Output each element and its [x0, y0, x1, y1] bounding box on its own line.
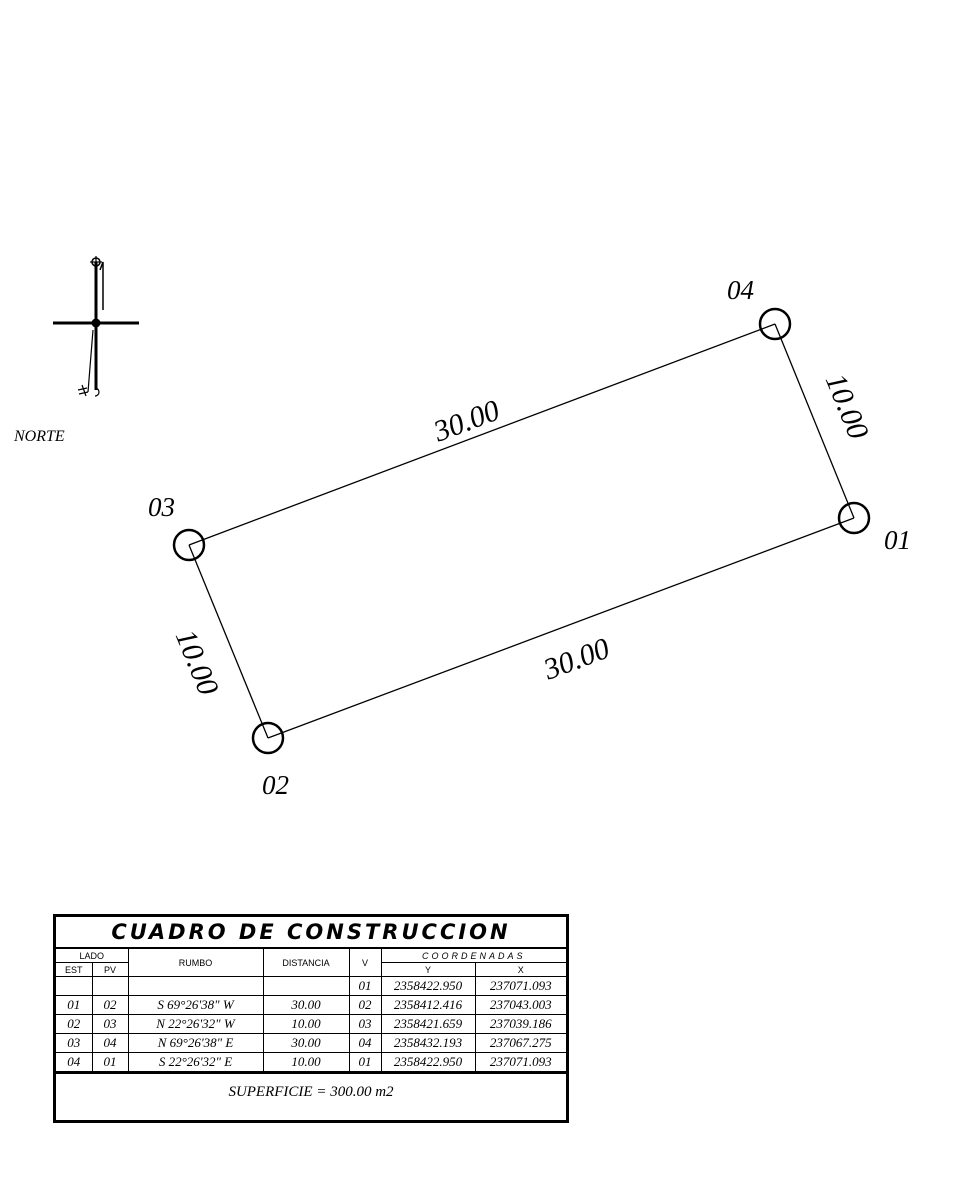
header-x: X: [474, 962, 566, 977]
vertex-marker-03: [172, 528, 206, 562]
cell-rumbo: N 69°26'38" E: [127, 1033, 264, 1053]
vertex-label-04: 04: [727, 275, 754, 305]
header-v: V: [348, 949, 382, 977]
cell-v: 03: [348, 1014, 382, 1034]
cell-distancia: 10.00: [262, 1052, 350, 1072]
cell-x: 237071.093: [474, 976, 566, 996]
cell-rumbo: S 22°26'32" E: [127, 1052, 264, 1072]
header-y: Y: [380, 962, 476, 977]
header-lado: LADO: [56, 949, 129, 963]
superficie-total: SUPERFICIE = 300.00 m2: [56, 1072, 566, 1112]
cell-distancia: 30.00: [262, 995, 350, 1015]
cell-est: 02: [56, 1014, 93, 1034]
cell-y: 2358422.950: [380, 976, 476, 996]
cell-pv: [91, 976, 129, 996]
cell-est: 01: [56, 995, 93, 1015]
side-01-02: [267, 517, 855, 739]
vertex-marker-01: [837, 501, 871, 535]
header-rumbo: RUMBO: [127, 949, 264, 977]
table-row: 03 04 N 69°26'38" E 30.00 04 2358432.193…: [56, 1033, 566, 1053]
site-plan-drawing: 01 02 03 04 30.00 10.00 30.00 10.00: [53, 256, 911, 800]
cell-rumbo: N 22°26'32" W: [127, 1014, 264, 1034]
vertex-label-03: 03: [148, 492, 175, 522]
table-row: 04 01 S 22°26'32" E 10.00 01 2358422.950…: [56, 1052, 566, 1072]
cell-x: 237043.003: [474, 995, 566, 1015]
table-title: CUADRO DE CONSTRUCCION: [56, 917, 566, 949]
north-label: NORTE: [14, 428, 65, 445]
cell-pv: 02: [91, 995, 129, 1015]
header-distancia: DISTANCIA: [262, 949, 350, 977]
vertex-marker-04: [758, 307, 792, 341]
cell-est: 04: [56, 1052, 93, 1072]
cell-rumbo: [127, 976, 264, 996]
construction-grid: LADO RUMBO DISTANCIA V COORDENADAS EST P…: [56, 949, 566, 1072]
cell-y: 2358412.416: [380, 995, 476, 1015]
cell-distancia: 10.00: [262, 1014, 350, 1034]
cell-v: 02: [348, 995, 382, 1015]
cell-pv: 01: [91, 1052, 129, 1072]
side-02-03: [188, 544, 269, 739]
side-label-01-02: 30.00: [538, 632, 614, 687]
construction-table: CUADRO DE CONSTRUCCION LADO RUMBO DISTAN…: [53, 914, 569, 1123]
cell-v: 01: [348, 1052, 382, 1072]
cell-y: 2358422.950: [380, 1052, 476, 1072]
cell-y: 2358432.193: [380, 1033, 476, 1053]
cell-rumbo: S 69°26'38" W: [127, 995, 264, 1015]
side-04-01: [774, 323, 855, 519]
table-row: 01 02 S 69°26'38" W 30.00 02 2358412.416…: [56, 995, 566, 1015]
side-label-04-01: 10.00: [819, 369, 875, 444]
table-row: 02 03 N 22°26'32" W 10.00 03 2358421.659…: [56, 1014, 566, 1034]
header-pv: PV: [91, 962, 129, 977]
vertex-label-02: 02: [262, 770, 289, 800]
table-row: 01 2358422.950 237071.093: [56, 976, 566, 996]
cell-y: 2358421.659: [380, 1014, 476, 1034]
north-arrow-icon: [53, 256, 139, 397]
header-est: EST: [56, 962, 93, 977]
cell-x: 237039.186: [474, 1014, 566, 1034]
header-coordenadas: COORDENADAS: [380, 949, 566, 963]
vertex-marker-02: [251, 721, 285, 755]
side-03-04: [188, 323, 776, 546]
cell-x: 237067.275: [474, 1033, 566, 1053]
cell-est: [56, 976, 93, 996]
cell-x: 237071.093: [474, 1052, 566, 1072]
cell-est: 03: [56, 1033, 93, 1053]
cell-pv: 03: [91, 1014, 129, 1034]
cell-distancia: [262, 976, 350, 996]
cell-pv: 04: [91, 1033, 129, 1053]
cell-v: 01: [348, 976, 382, 996]
cell-v: 04: [348, 1033, 382, 1053]
cell-distancia: 30.00: [262, 1033, 350, 1053]
vertex-label-01: 01: [884, 525, 911, 555]
side-label-02-03: 10.00: [169, 625, 225, 700]
